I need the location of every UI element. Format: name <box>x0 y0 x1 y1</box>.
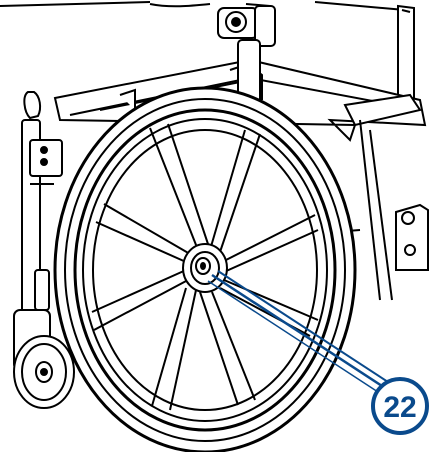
wheel-axle-icon <box>195 257 211 275</box>
caster-wheel-icon <box>13 309 75 409</box>
callout-leader <box>207 270 389 393</box>
right-clamp <box>359 119 429 301</box>
logo-icon <box>217 5 276 47</box>
callout-badge-22: 22 <box>371 377 429 435</box>
chair-back-top <box>0 1 406 11</box>
callout-number: 22 <box>383 391 416 424</box>
left-frame <box>21 91 63 321</box>
